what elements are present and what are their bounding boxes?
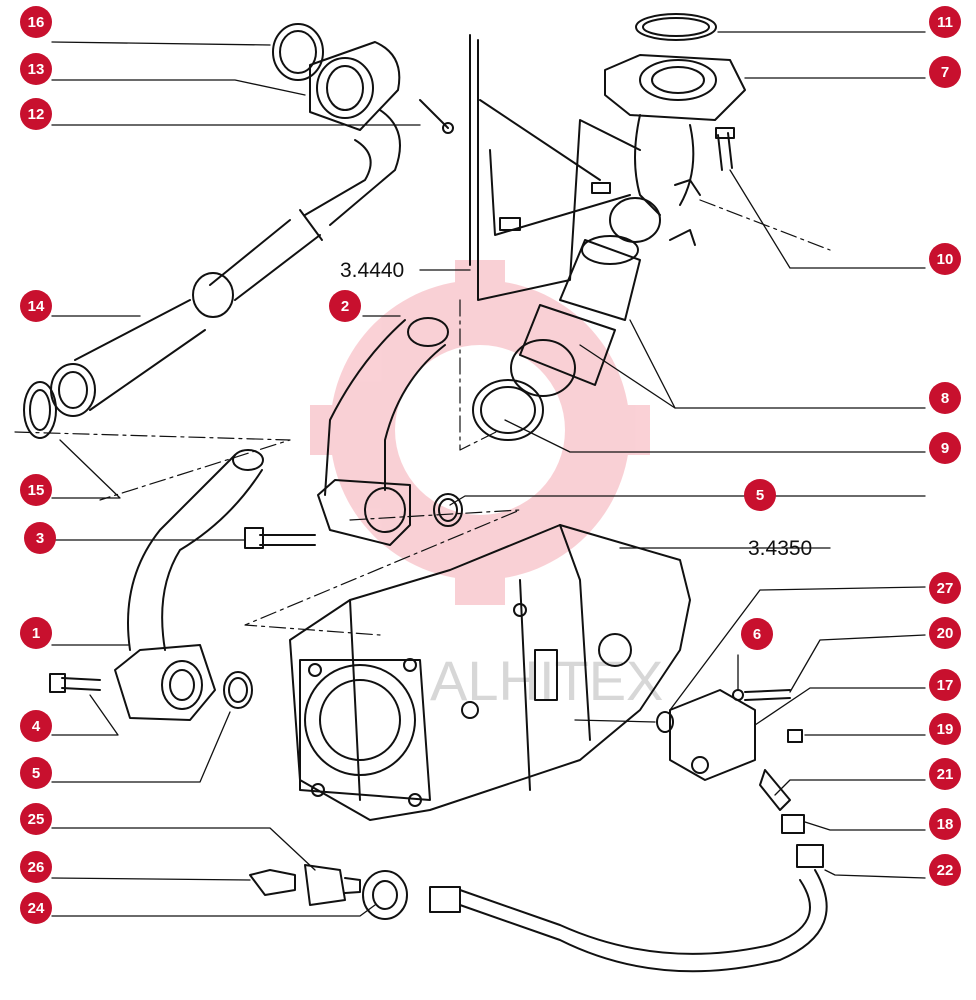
callout-14[interactable]: 14 [20, 290, 52, 322]
center-lines [14, 199, 831, 636]
callout-18[interactable]: 18 [929, 808, 961, 840]
callout-2[interactable]: 2 [329, 290, 361, 322]
callout-24[interactable]: 24 [20, 892, 52, 924]
callout-10[interactable]: 10 [929, 243, 961, 275]
suction-pipe-1 [49, 449, 316, 721]
callout-6[interactable]: 6 [741, 618, 773, 650]
callout-20[interactable]: 20 [929, 617, 961, 649]
callout-15[interactable]: 15 [20, 474, 52, 506]
callout-16[interactable]: 16 [20, 6, 52, 38]
callout-17[interactable]: 17 [929, 669, 961, 701]
callout-21[interactable]: 21 [929, 758, 961, 790]
callout-27[interactable]: 27 [929, 572, 961, 604]
reference-label-3-4440: 3.4440 [340, 259, 404, 282]
valve-block-and-fittings [429, 689, 828, 973]
callout-3[interactable]: 3 [24, 522, 56, 554]
callout-25[interactable]: 25 [20, 803, 52, 835]
callout-5-right[interactable]: 5 [744, 479, 776, 511]
callout-1[interactable]: 1 [20, 617, 52, 649]
upper-suction-pipe [23, 23, 454, 439]
callout-22[interactable]: 22 [929, 854, 961, 886]
callout-5-left[interactable]: 5 [20, 757, 52, 789]
gear-pump [289, 524, 691, 821]
reference-label-3-4350: 3.4350 [748, 537, 812, 560]
callout-11[interactable]: 11 [929, 6, 961, 38]
callout-7[interactable]: 7 [929, 56, 961, 88]
hose-and-clamp [472, 235, 641, 441]
upper-elbow [604, 13, 746, 243]
tank-frame [469, 34, 696, 301]
callout-19[interactable]: 19 [929, 713, 961, 745]
lower-fittings [249, 864, 408, 920]
callout-8[interactable]: 8 [929, 382, 961, 414]
callout-9[interactable]: 9 [929, 432, 961, 464]
callout-12[interactable]: 12 [20, 98, 52, 130]
suction-pipe-2 [317, 317, 463, 546]
callout-4[interactable]: 4 [20, 710, 52, 742]
callout-13[interactable]: 13 [20, 53, 52, 85]
callout-26[interactable]: 26 [20, 851, 52, 883]
